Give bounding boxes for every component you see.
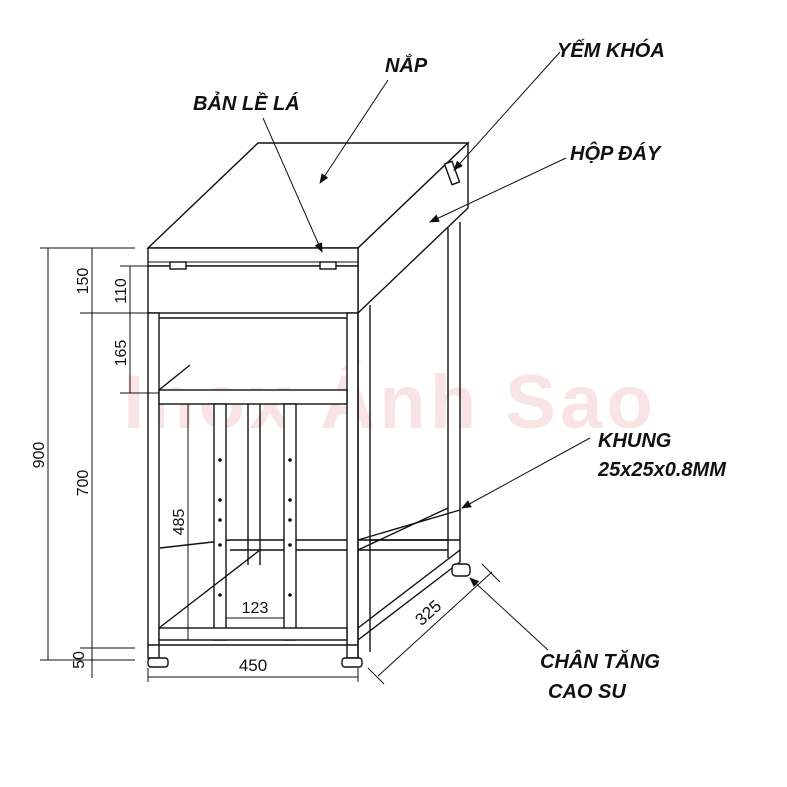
frame-front — [147, 305, 461, 659]
dim-depth: 325 — [411, 596, 445, 629]
label-feet: CHÂN TĂNG — [540, 649, 660, 673]
label-base-box: HỘP ĐÁY — [570, 141, 662, 165]
dim-top-gap: 165 — [113, 340, 130, 367]
dim-foot-height: 50 — [71, 651, 88, 669]
dim-inner-height: 485 — [171, 509, 188, 536]
lid — [146, 141, 470, 315]
dimension-texts: 900 150 110 700 165 485 50 450 325 123 — [31, 268, 445, 675]
frame-back — [159, 222, 461, 562]
dimension-lines — [40, 247, 501, 685]
dim-frame-height: 700 — [75, 470, 92, 497]
part-labels: NẮP YẾM KHÓA BẢN LỀ LÁ HỘP ĐÁY KHUNG 25x… — [193, 38, 727, 703]
leader-lines — [262, 51, 591, 651]
label-frame-spec: 25x25x0.8MM — [597, 459, 727, 481]
label-latch: YẾM KHÓA — [557, 38, 665, 62]
label-lid: NẮP — [385, 53, 428, 77]
hinge-left — [169, 261, 187, 270]
dim-total-height: 900 — [31, 442, 48, 469]
latch — [443, 160, 461, 186]
label-feet-material: CAO SU — [548, 681, 626, 703]
dim-inner-width: 123 — [242, 600, 269, 617]
dim-width: 450 — [239, 656, 267, 675]
hinge-right — [319, 261, 337, 270]
label-frame: KHUNG — [598, 430, 671, 452]
dim-lid-height: 150 — [75, 268, 92, 295]
label-hinge: BẢN LỀ LÁ — [193, 92, 300, 115]
dim-box-height: 110 — [113, 278, 130, 304]
rubber-feet — [147, 563, 471, 668]
